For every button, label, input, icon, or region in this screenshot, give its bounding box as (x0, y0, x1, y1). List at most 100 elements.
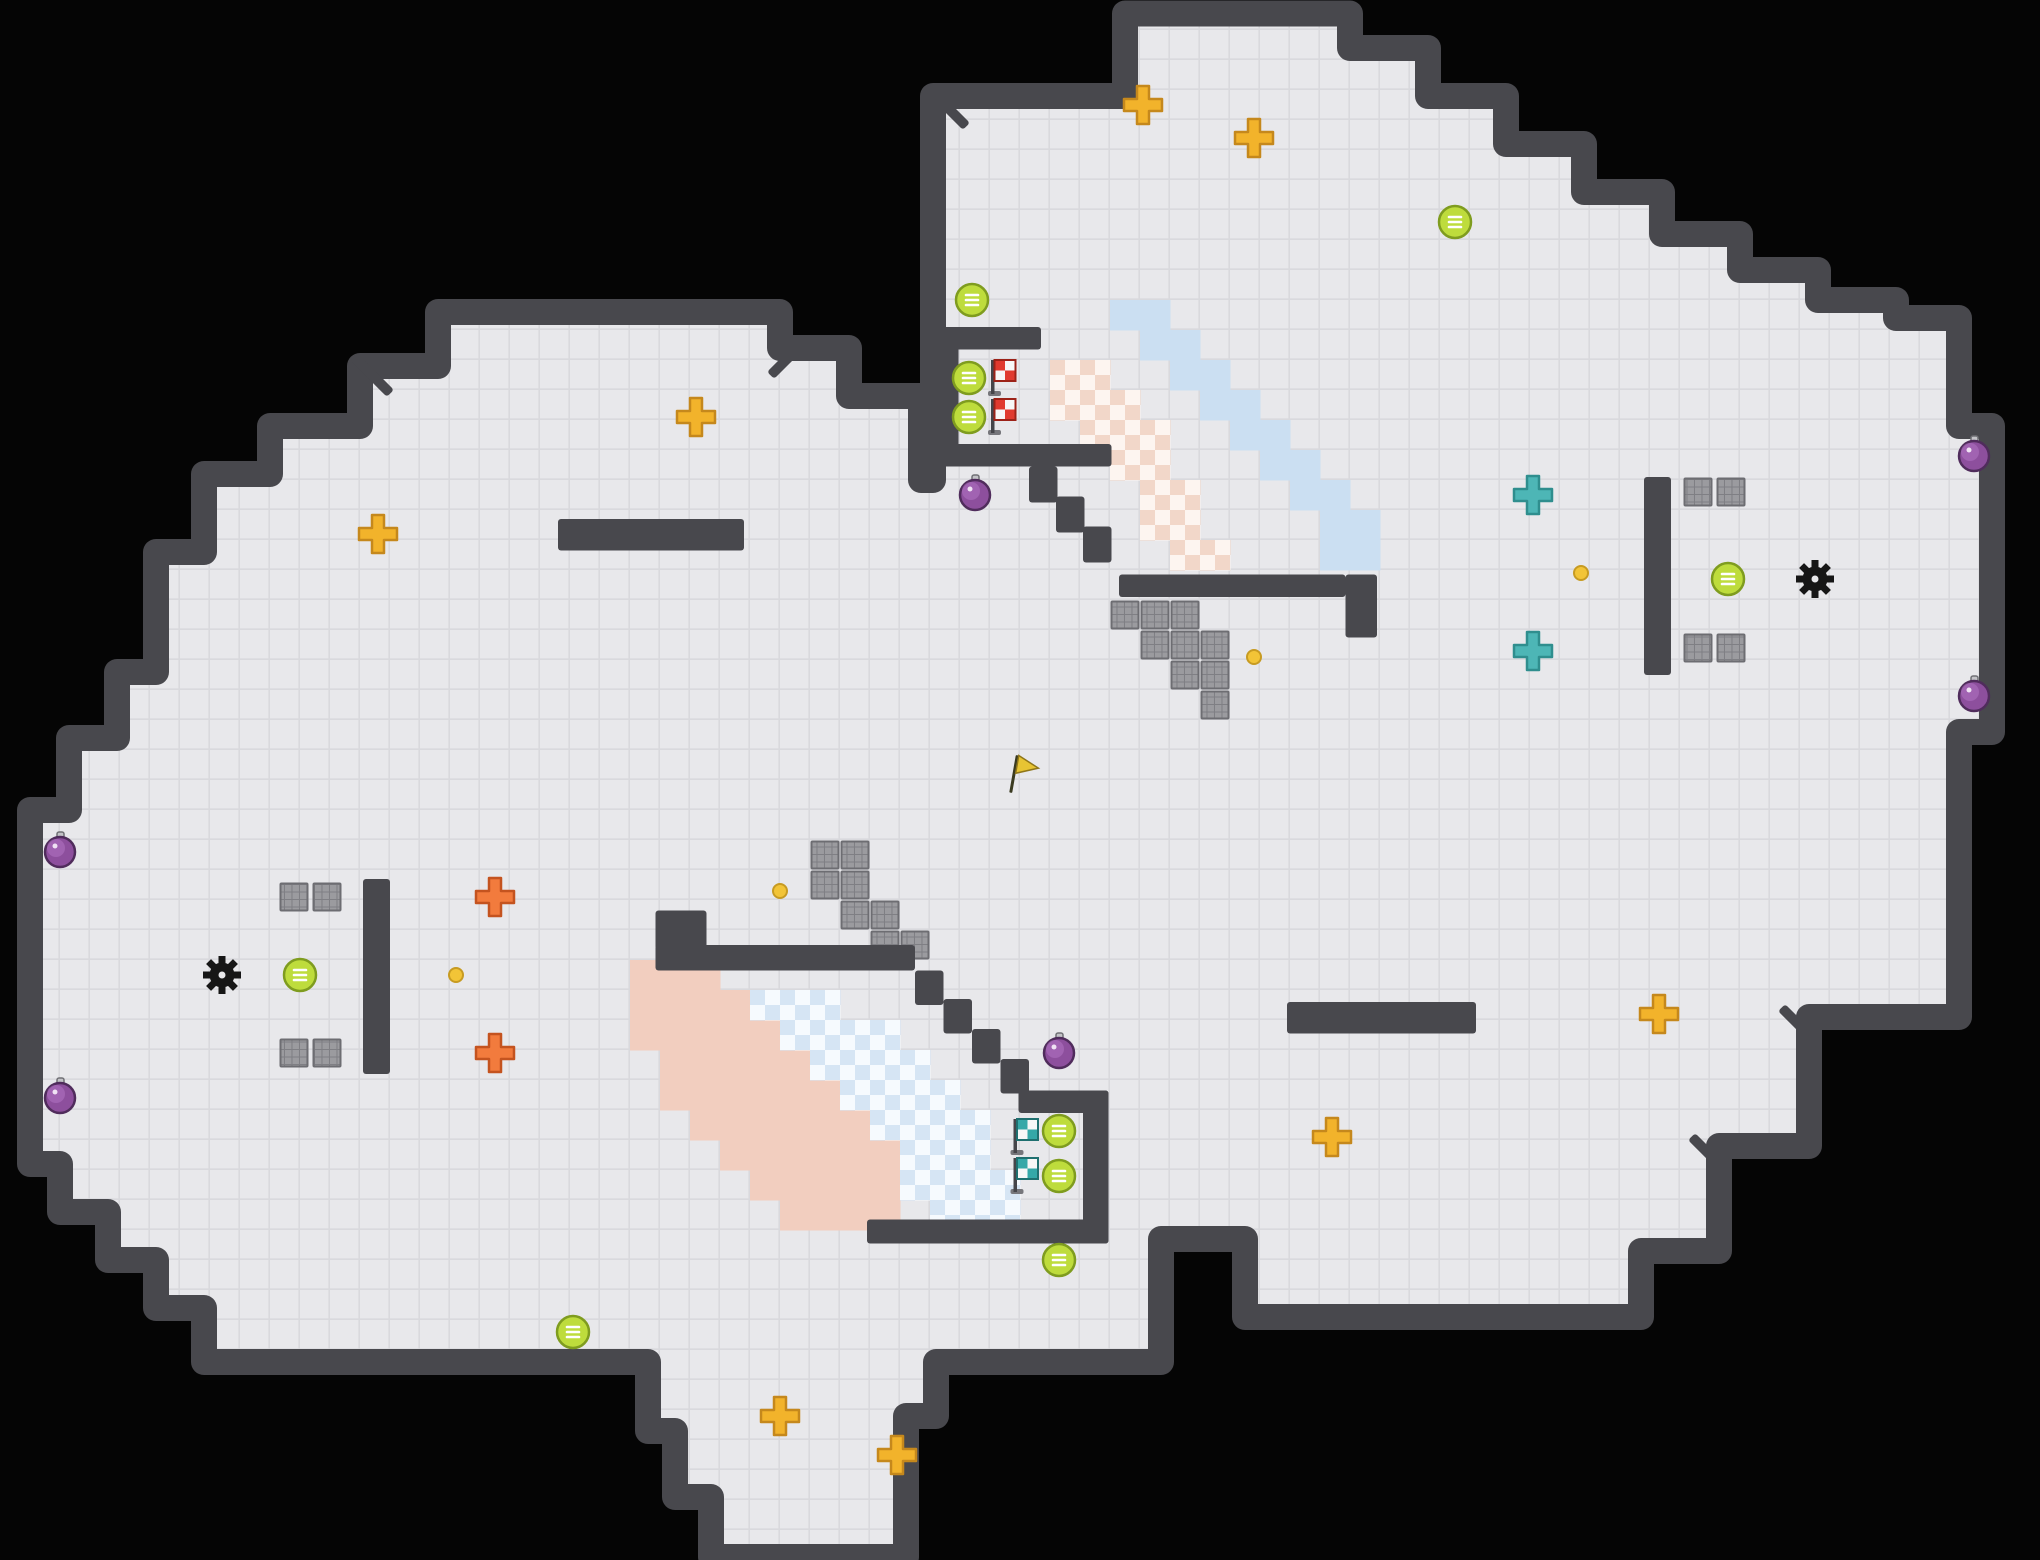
spawn-tile-pink (720, 990, 751, 1021)
item-purple-bomb-icon (958, 474, 992, 512)
spawn-tile-pink-checker (1170, 510, 1201, 541)
spawn-tile-pink (810, 1200, 841, 1231)
inner-wall (933, 444, 1112, 467)
crate-block (1200, 630, 1230, 660)
inner-wall (363, 879, 390, 1074)
inner-wall (943, 999, 972, 1034)
item-gold-cross-icon (876, 1434, 918, 1476)
crate-block (810, 870, 840, 900)
spawn-tile-pink (690, 1080, 721, 1111)
item-orange-cross-icon (474, 876, 516, 918)
spawn-tile-pink-checker (1080, 360, 1111, 391)
inner-wall (1287, 1002, 1476, 1034)
spawn-tile-blue (1140, 330, 1171, 361)
spawn-tile-blue-checker (870, 1110, 901, 1141)
crate-block (1170, 630, 1200, 660)
item-waypoint-flag-icon (1009, 754, 1041, 793)
item-green-orb-icon (1437, 204, 1473, 240)
item-purple-bomb-icon (1042, 1032, 1076, 1070)
item-yellow-dot-icon (1246, 649, 1262, 665)
spawn-tile-blue-checker (930, 1080, 961, 1111)
spawn-tile-blue-checker (810, 1020, 841, 1051)
item-gear-icon (203, 956, 241, 994)
spawn-tile-blue-checker (960, 1110, 991, 1141)
spawn-tile-pink (840, 1170, 871, 1201)
inner-wall (655, 910, 707, 950)
spawn-tile-blue-checker (960, 1170, 991, 1201)
crate-block (1170, 660, 1200, 690)
item-gold-cross-icon (1233, 117, 1275, 159)
item-gear-icon (1796, 560, 1834, 598)
spawn-tile-pink (750, 1110, 781, 1141)
spawn-tile-pink (690, 990, 721, 1021)
spawn-tile-pink-checker (1140, 510, 1171, 541)
item-green-orb-icon (951, 360, 987, 396)
spawn-tile-pink-checker (1140, 450, 1171, 481)
crate-block (1140, 600, 1170, 630)
spawn-tile-blue (1230, 420, 1261, 451)
crate-block (279, 882, 309, 912)
inner-wall (915, 970, 944, 1005)
item-teal-flag-icon (1010, 1118, 1039, 1155)
inner-wall (1644, 477, 1671, 675)
item-gold-cross-icon (357, 513, 399, 555)
spawn-tile-pink (780, 1200, 811, 1231)
spawn-tile-pink (720, 1050, 751, 1081)
spawn-tile-blue-checker (840, 1020, 871, 1051)
spawn-tile-blue-checker (900, 1170, 931, 1201)
spawn-tile-pink (660, 1080, 691, 1111)
item-purple-bomb-icon (1957, 435, 1991, 473)
corner-brace (351, 354, 393, 396)
spawn-tile-pink (810, 1170, 841, 1201)
spawn-tile-pink (690, 1050, 721, 1081)
spawn-tile-pink (750, 1020, 781, 1051)
spawn-tile-pink (750, 1170, 781, 1201)
item-green-orb-icon (282, 957, 318, 993)
item-teal-cross-icon (1512, 630, 1554, 672)
spawn-tile-pink (750, 1140, 781, 1171)
crate-block (1683, 633, 1713, 663)
crate-block (312, 1038, 342, 1068)
corner-brace (1689, 1134, 1731, 1176)
item-orange-cross-icon (474, 1032, 516, 1074)
spawn-tile-pink (720, 1020, 751, 1051)
inner-wall (1000, 1059, 1029, 1094)
corner-brace (768, 336, 810, 378)
crate-block (279, 1038, 309, 1068)
spawn-tile-pink (840, 1200, 871, 1231)
item-green-orb-icon (954, 282, 990, 318)
spawn-tile-pink-checker (1050, 360, 1081, 391)
crate-block (840, 870, 870, 900)
inner-wall (972, 1029, 1001, 1064)
spawn-tile-blue (1320, 480, 1351, 511)
spawn-tile-pink (750, 1050, 781, 1081)
item-gold-cross-icon (759, 1395, 801, 1437)
spawn-tile-blue-checker (810, 990, 841, 1021)
spawn-tile-pink (630, 990, 661, 1021)
spawn-tile-pink (840, 1140, 871, 1171)
spawn-tile-blue (1350, 540, 1381, 571)
item-gold-cross-icon (1122, 84, 1164, 126)
item-red-flag-icon (988, 359, 1017, 396)
spawn-tile-blue (1170, 360, 1201, 391)
spawn-tile-pink-checker (1110, 390, 1141, 421)
spawn-tile-blue-checker (930, 1140, 961, 1171)
inner-wall (867, 1219, 1109, 1244)
spawn-tile-blue-checker (870, 1050, 901, 1081)
spawn-tile-blue (1290, 480, 1321, 511)
spawn-tile-blue (1200, 390, 1231, 421)
spawn-tile-blue-checker (930, 1170, 961, 1201)
item-purple-bomb-icon (43, 1077, 77, 1115)
crate-block (840, 840, 870, 870)
corner-brace (1779, 1005, 1821, 1047)
spawn-tile-blue (1140, 300, 1171, 331)
spawn-tile-pink-checker (1140, 480, 1171, 511)
crate-block (1170, 600, 1200, 630)
inner-wall (655, 945, 915, 971)
crate-block (312, 882, 342, 912)
spawn-tile-pink (810, 1110, 841, 1141)
spawn-tile-blue-checker (840, 1050, 871, 1081)
spawn-tile-blue (1320, 510, 1351, 541)
spawn-tile-blue (1260, 450, 1291, 481)
